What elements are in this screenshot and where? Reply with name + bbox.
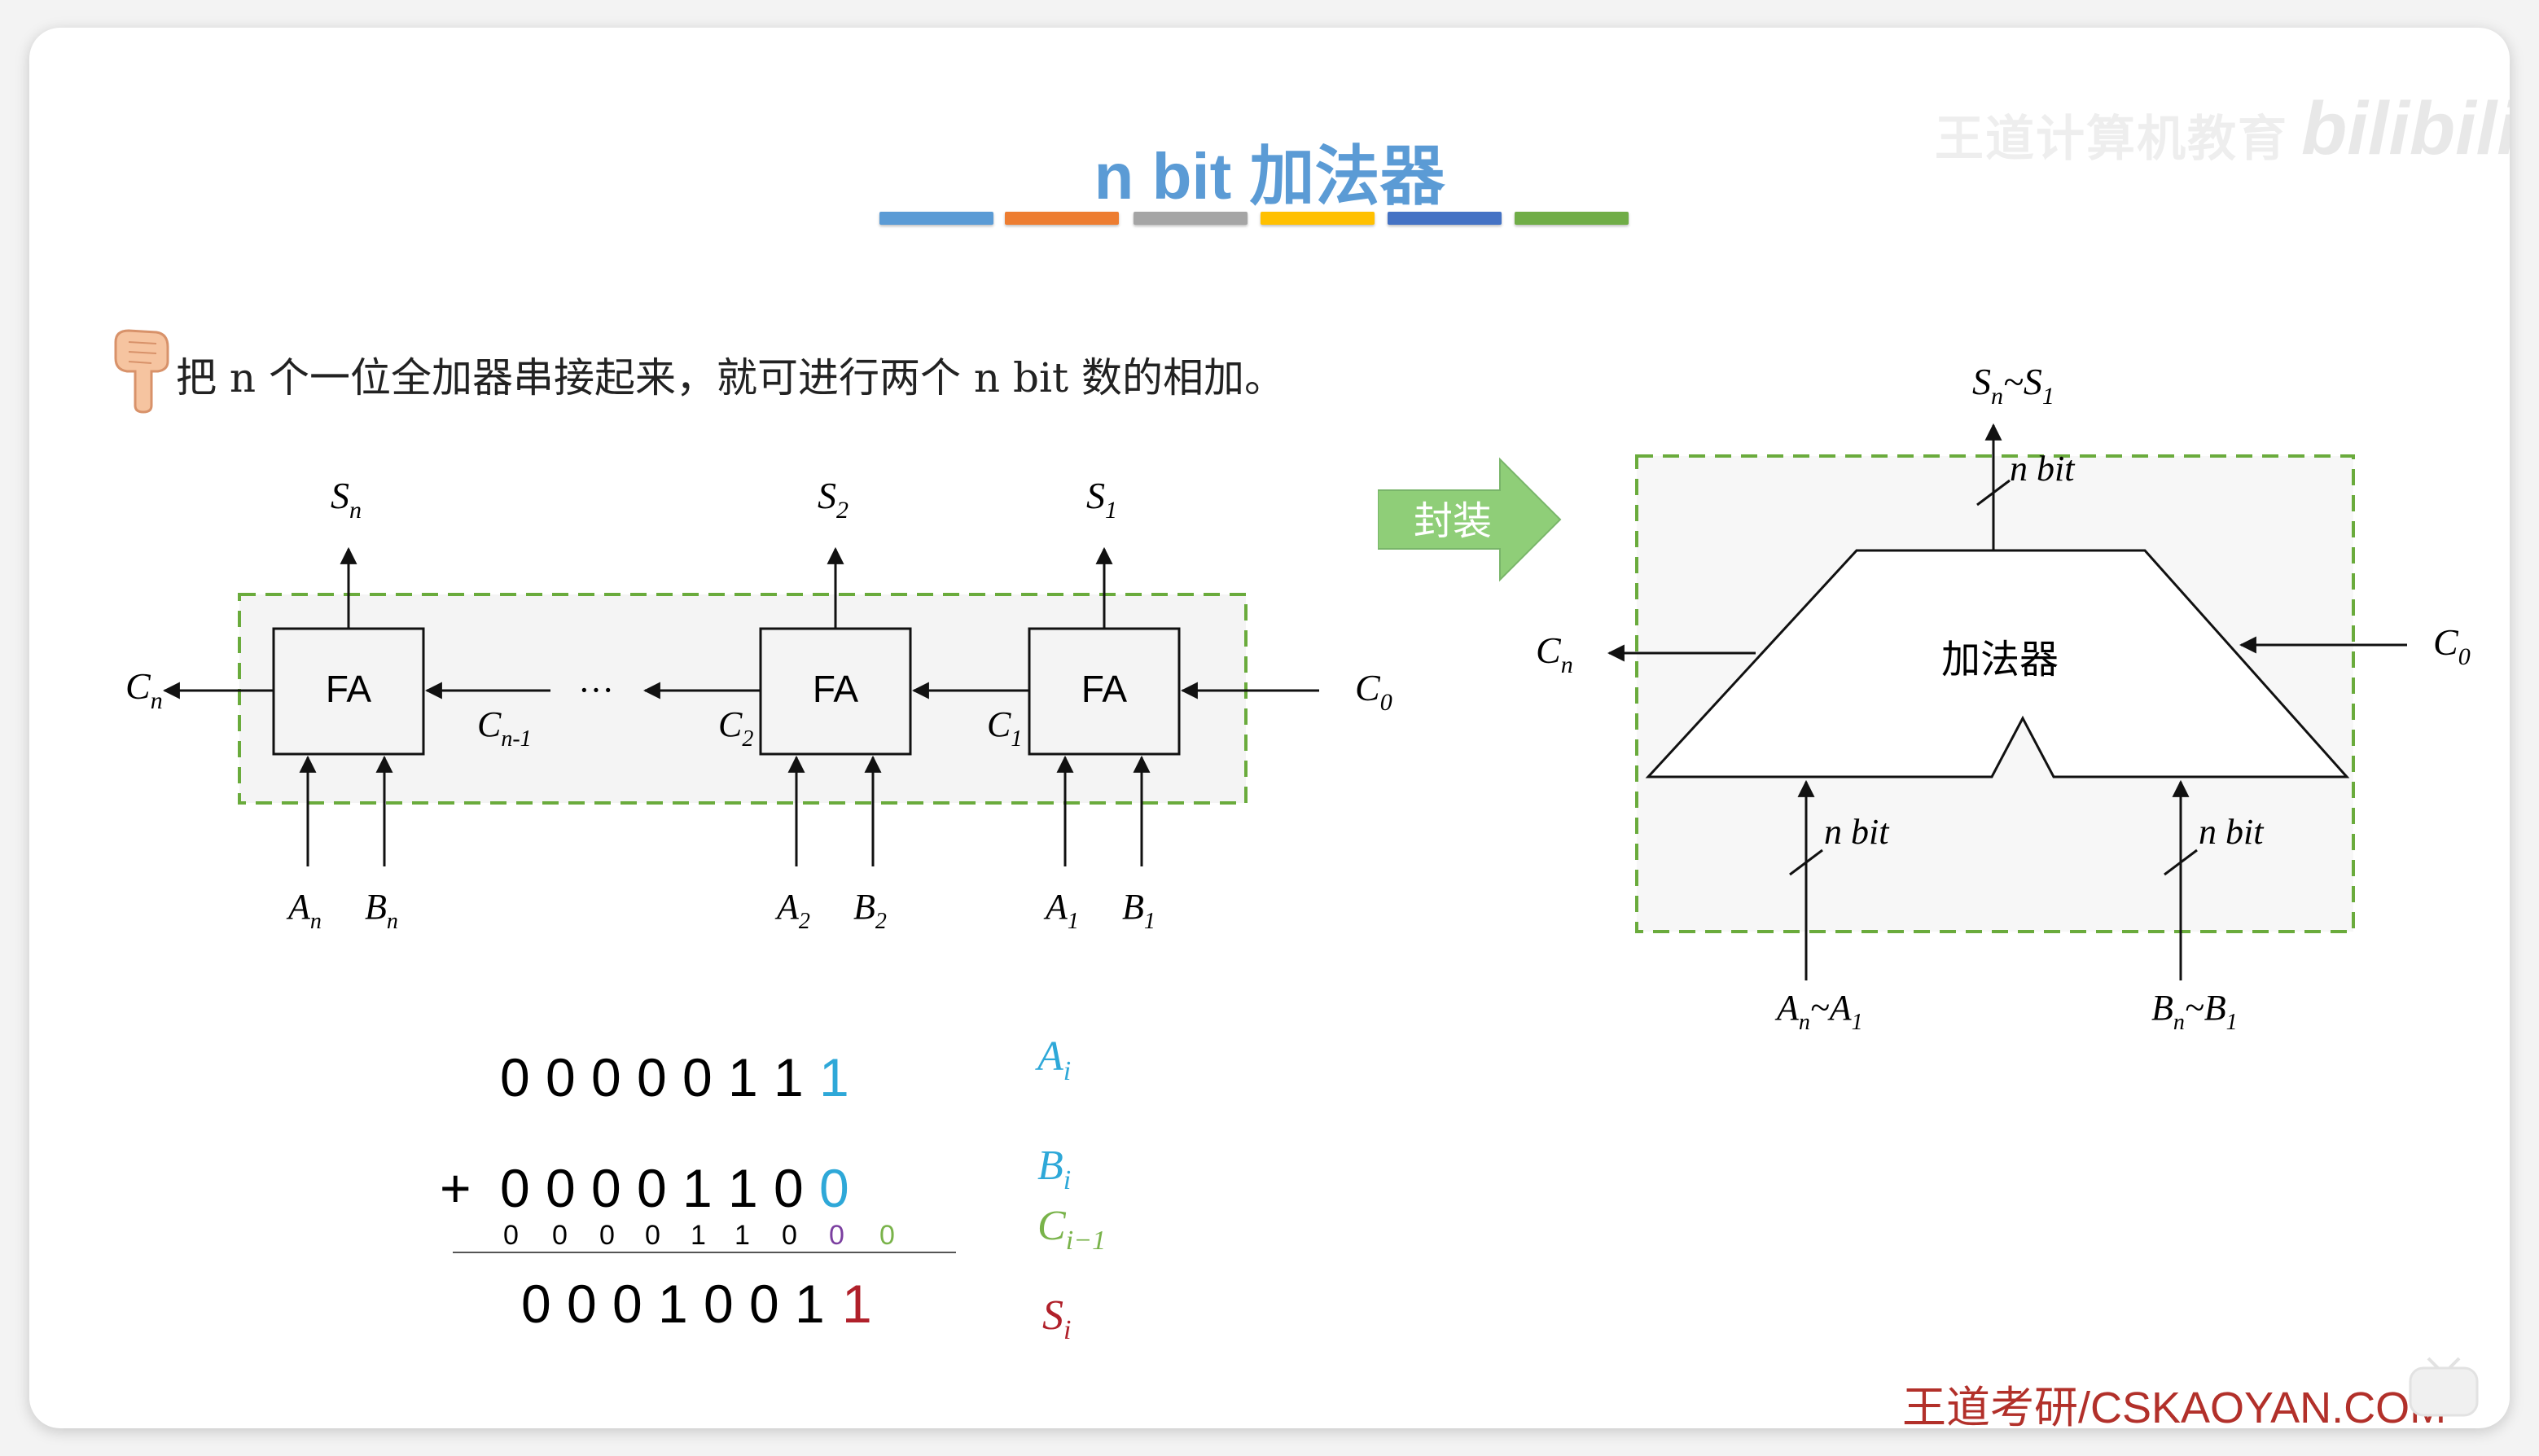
digit: 0 [591,1158,621,1218]
digit: 0 [546,1047,576,1107]
digit: 1 [728,1047,758,1107]
digit: 0 [521,1274,551,1334]
full-adder-2: FA [759,627,912,756]
digit: 0 [749,1274,779,1334]
carry-digit: 0 [645,1220,660,1251]
digit: 0 [591,1047,621,1107]
digit-highlight: 0 [819,1158,849,1218]
digit: 0 [637,1158,667,1218]
color-bar [1515,212,1629,225]
digit: 0 [682,1047,713,1107]
color-bar [1261,212,1375,225]
adder-label: 加法器 [1941,637,2059,682]
color-bar [1388,212,1502,225]
digit: 1 [795,1274,825,1334]
carry-digit: 0 [599,1220,615,1251]
color-bar [1005,212,1119,225]
package-arrow: 封装 [1378,457,1562,582]
label-s-i: Si [1042,1292,1071,1345]
watermark-brand-text: 王道计算机教育 [1935,112,2288,166]
digit: 0 [612,1274,642,1334]
title-color-bars [879,212,1694,225]
carry-row: 0 0 0 0 1 1 0 0 0 [503,1220,895,1251]
input-label-a-1: A1 [1043,887,1079,934]
digit: 0 [500,1158,530,1218]
full-adder-1: FA [1028,627,1181,756]
carry-label-n-1: Cn-1 [477,704,532,752]
carry-digit: 0 [552,1220,568,1251]
plus-sign: + [440,1158,471,1218]
carry-out-label: Cn [125,665,163,714]
adder-trapezoid [1645,549,2350,778]
input-label-b-1: B1 [1122,887,1155,934]
ellipsis-text: ··· [578,670,614,710]
label-c-i-1: Ci−1 [1037,1203,1106,1256]
label-a-i: Ai [1035,1033,1071,1086]
output-bus-width: n bit [2010,449,2076,489]
operand-a-row: 0 0 0 0 0 1 1 1 [500,1047,849,1107]
slide-title: n bit 加法器 [1094,140,1445,213]
digit: 1 [728,1158,758,1218]
fa-label: FA [1081,668,1128,710]
carry-label-0: C0 [1355,667,1392,716]
input-label-b-n: Bn [365,887,398,934]
input-label-b-2: B2 [853,887,887,934]
output-bus-label: Sn~S1 [1972,361,2054,410]
carry-label-1: C1 [987,704,1022,752]
carry-in-label: C0 [2433,621,2471,670]
carry-digit: 0 [829,1220,844,1251]
input-b-bus-label: Bn~B1 [2151,988,2238,1035]
adder-block-diagram: 加法器 n bit Sn~S1 Cn C0 n bit An~A1 n bit … [1536,361,2471,1035]
pointing-hand-icon [114,329,169,414]
bus-slash [1976,479,2011,507]
sum-label-n: Sn [331,475,362,524]
binary-addition-example: 0 0 0 0 0 1 1 1 + 0 0 0 0 1 1 0 0 0 0 0 … [440,1033,1106,1345]
digit-highlight: 1 [842,1274,872,1334]
fa-label: FA [813,668,859,710]
input-a-bus-width: n bit [1824,812,1890,852]
digit: 0 [637,1047,667,1107]
ripple-adder-diagram: FA FA FA Sn S2 S1 An Bn A2 B2 A1 B1 [125,475,1392,934]
input-b-bus-width: n bit [2199,812,2265,852]
carry-digit: 1 [735,1220,750,1251]
sum-label-2: S2 [818,475,849,524]
digit: 0 [774,1158,804,1218]
input-a-bus-label: An~A1 [1774,988,1863,1035]
sum-label-1: S1 [1086,475,1117,524]
digit: 1 [682,1158,713,1218]
sum-row: 0 0 0 1 0 0 1 1 [521,1274,872,1334]
carry-digit: 0 [879,1220,895,1251]
label-b-i: Bi [1037,1142,1071,1195]
operand-b-row: + 0 0 0 0 1 1 0 0 [440,1158,849,1218]
digit: 0 [567,1274,597,1334]
input-label-a-2: A2 [774,887,810,934]
digit: 0 [704,1274,734,1334]
carry-digit: 0 [782,1220,797,1251]
tv-play-icon[interactable] [2407,1355,2480,1420]
digit-highlight: 1 [819,1047,849,1107]
slide: n bit 加法器 王道计算机教育 bilibili 把 n 个一位全加器串接起… [29,28,2510,1428]
carry-digit: 1 [691,1220,706,1251]
package-arrow-label: 封装 [1414,498,1492,544]
digit: 0 [500,1047,530,1107]
color-bar [879,212,993,225]
footer-brand: 王道考研/CSKAOYAN.COM [1902,1384,2447,1428]
color-bar [1134,212,1248,225]
digit: 0 [546,1158,576,1218]
input-label-a-n: An [286,887,322,934]
fa-label: FA [326,668,372,710]
digit: 1 [774,1047,804,1107]
carry-label-2: C2 [718,704,753,752]
carry-out-label: Cn [1536,629,1573,678]
bus-slash [2164,849,2198,876]
carry-digit: 0 [503,1220,519,1251]
intro-text: 把 n 个一位全加器串接起来，就可进行两个 n bit 数的相加。 [176,354,1285,401]
bus-slash [1789,849,1823,876]
digit: 1 [658,1274,688,1334]
bilibili-logo-icon: bilibili [2301,87,2510,170]
